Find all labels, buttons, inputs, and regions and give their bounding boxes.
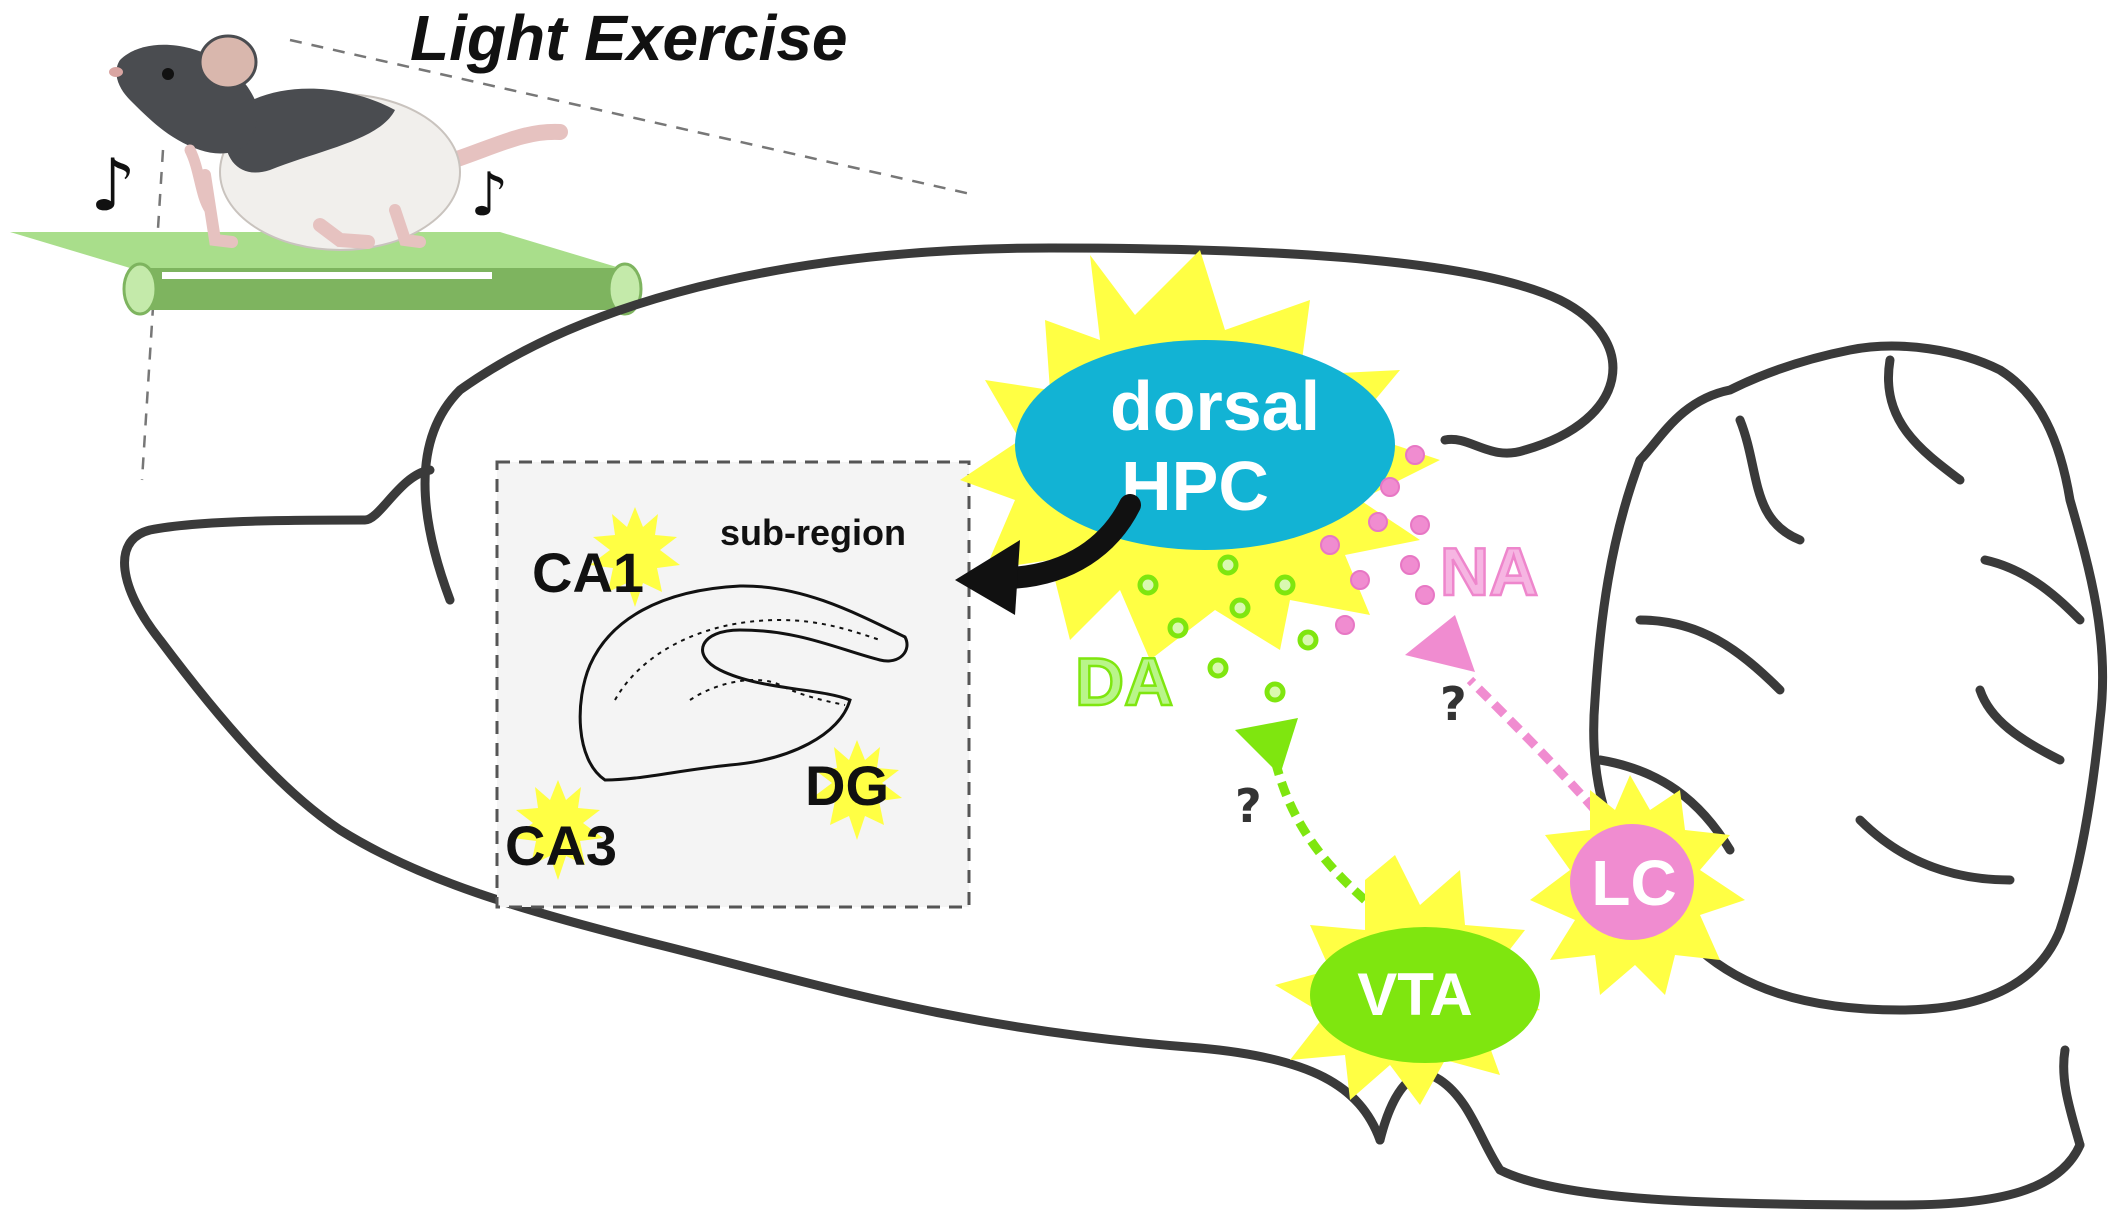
subregion-label: sub-region [720, 512, 906, 553]
vta-label: VTA [1357, 961, 1473, 1028]
ca3-label: CA3 [505, 814, 617, 877]
arrowhead-icon [955, 540, 1020, 615]
dg-label: DG [805, 754, 889, 817]
na-dots [1320, 445, 1435, 635]
vta-unknown-marker: ? [1235, 779, 1262, 833]
vta-node [1310, 927, 1540, 1063]
zoom-line-top [289, 38, 976, 197]
lc-label: LC [1591, 847, 1676, 919]
dg-burst [812, 740, 902, 840]
treadmill [10, 232, 643, 316]
dorsal-hpc-node [1015, 340, 1395, 550]
na-label: NA [1440, 534, 1538, 610]
da-dots [1137, 554, 1319, 703]
ca1-burst [590, 507, 680, 607]
music-note-icon: ♪ [470, 160, 508, 230]
dorsal-hpc-label-line1: dorsal [1110, 367, 1320, 445]
rat-illustration [109, 34, 568, 251]
dorsal-hpc-label-line2: HPC [1121, 447, 1269, 525]
lc-node [1570, 824, 1694, 940]
lc-to-hpc-arrow [1466, 676, 1599, 813]
ca3-burst [513, 780, 603, 880]
hippocampus-outline [578, 584, 909, 782]
lc-unknown-marker: ? [1440, 677, 1467, 731]
zoom-line-left [140, 149, 165, 481]
da-label: DA [1075, 644, 1173, 720]
arrowhead-icon [1405, 615, 1475, 672]
music-note-icon: ♪ [90, 143, 136, 227]
title: Light Exercise [410, 2, 848, 74]
ca1-label: CA1 [532, 541, 644, 604]
arrowhead-icon [1235, 718, 1298, 775]
vta-to-hpc-arrow [1270, 758, 1368, 904]
hpc-to-subregion-arrow [999, 494, 1141, 589]
